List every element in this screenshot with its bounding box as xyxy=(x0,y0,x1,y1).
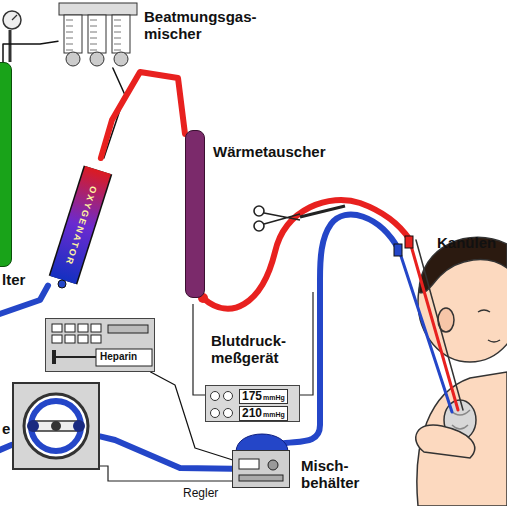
gas-line xyxy=(3,41,58,62)
venous-tube xyxy=(100,436,232,468)
clamp-scissors xyxy=(254,206,345,231)
indicator-dot xyxy=(223,391,233,401)
syringe-pump xyxy=(46,319,156,373)
pressure-unit: mmHg xyxy=(263,408,285,421)
sensor-wire xyxy=(300,292,313,395)
gas-cylinder: lter xyxy=(0,62,12,267)
sensor-wire xyxy=(193,304,205,395)
arterial-tube xyxy=(101,72,185,158)
roller-pump: e xyxy=(12,382,100,470)
oxygenator: OXYGENATOR xyxy=(48,158,114,294)
pressure-value: 210 xyxy=(242,407,262,420)
heat-exchanger: Wärmetauscher xyxy=(185,130,205,298)
display-row: 210mmHg xyxy=(210,406,288,420)
node-label: Wärmetauscher xyxy=(213,143,326,160)
arterial-tube xyxy=(203,200,410,309)
cannula-label: Kanülen xyxy=(437,234,496,251)
flowmeter-bank xyxy=(58,2,138,68)
display-row: 175mmHg xyxy=(210,389,288,403)
value-display: 175mmHg xyxy=(239,389,288,404)
regulator-panel xyxy=(233,451,291,489)
arterial-tube xyxy=(101,72,185,158)
pump-rotor xyxy=(14,384,98,468)
venous-tube xyxy=(100,436,232,468)
indicator-dot xyxy=(210,408,220,418)
regulator-label: Regler xyxy=(183,486,218,500)
heparin-pump: Heparin xyxy=(45,318,155,372)
indicator-dot xyxy=(210,391,220,401)
node-label: Blutdruck- meßgerät xyxy=(211,332,307,366)
node-label: Misch- behälter xyxy=(301,457,385,491)
pressure-gauge xyxy=(3,11,21,62)
syringe-label: Heparin xyxy=(100,350,137,363)
gas-line xyxy=(3,41,58,62)
mixing-container: Misch- behälter xyxy=(232,450,290,488)
gas-mixer: Beatmungsgas- mischer xyxy=(58,2,138,68)
cannulas xyxy=(394,236,463,412)
node-label: Beatmungsgas- mischer xyxy=(144,8,264,42)
indicator-dot xyxy=(223,408,233,418)
node-label: e xyxy=(2,420,10,437)
infant-figure xyxy=(416,237,507,506)
pressure-value: 175 xyxy=(242,390,262,403)
pressure-unit: mmHg xyxy=(263,391,285,404)
node-label: lter xyxy=(2,271,25,288)
blood-pressure-monitor: Blutdruck- meßgerät175mmHg210mmHg xyxy=(205,385,300,422)
value-display: 210mmHg xyxy=(239,406,288,421)
